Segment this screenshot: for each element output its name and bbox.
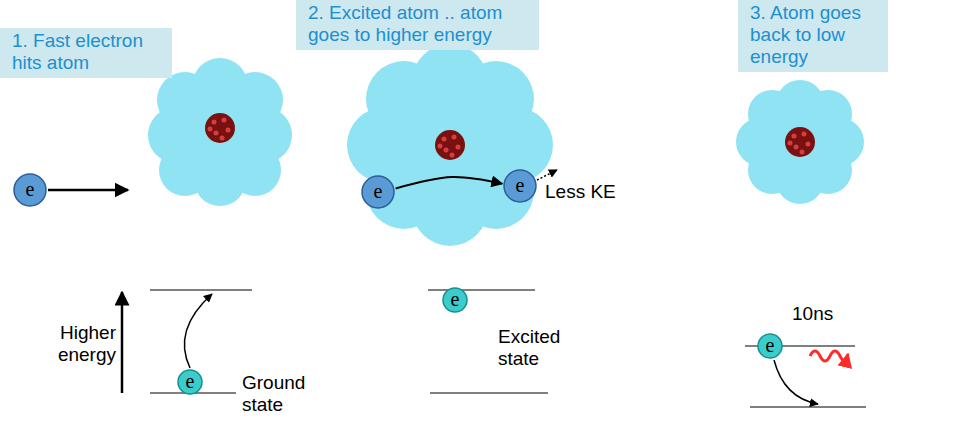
electron-symbol: e xyxy=(766,335,775,355)
electron-circle-shape xyxy=(443,288,467,312)
motion-arrow xyxy=(48,189,128,192)
energy-level xyxy=(428,290,535,291)
electron: e xyxy=(13,173,47,207)
step-caption-box: 1. Fast electron hits atom xyxy=(0,28,172,78)
bound-electron: e xyxy=(757,333,783,359)
electron-trajectory xyxy=(396,177,503,188)
electron-cloud xyxy=(148,58,292,206)
transition-arrow xyxy=(184,294,212,368)
electron-symbol: e xyxy=(186,371,195,391)
nucleus xyxy=(785,127,815,157)
bound-electron: e xyxy=(177,369,203,395)
axis-label: Higher energy xyxy=(48,322,116,366)
annotation: Less KE xyxy=(545,181,616,203)
electron-symbol: e xyxy=(451,289,460,309)
step-caption: 3. Atom goes back to low energy xyxy=(750,2,876,68)
level-label: Excited state xyxy=(498,326,574,370)
energy-level xyxy=(750,407,866,408)
nucleus xyxy=(435,130,465,160)
transition-arrow xyxy=(774,360,818,404)
electron-circle-shape xyxy=(758,334,782,358)
level-label: Ground state xyxy=(242,372,318,416)
nucleus xyxy=(205,113,235,143)
electron-symbol: e xyxy=(26,179,35,199)
electron-circle-shape xyxy=(362,176,394,208)
step-caption: 2. Excited atom .. atom goes to higher e… xyxy=(308,2,527,46)
bound-electron: e xyxy=(442,287,468,313)
time-annotation: 10ns xyxy=(792,303,833,325)
electron-circle-shape xyxy=(178,370,202,394)
energy-axis-arrow xyxy=(121,292,124,393)
step-caption: 1. Fast electron hits atom xyxy=(12,30,160,74)
electron: e xyxy=(503,169,537,203)
electron-circle-shape xyxy=(504,170,536,202)
step-caption-box: 2. Excited atom .. atom goes to higher e… xyxy=(296,0,539,50)
step-caption-box: 3. Atom goes back to low energy xyxy=(738,0,888,72)
energy-level xyxy=(430,393,548,394)
electron-cloud xyxy=(736,80,864,204)
electron: e xyxy=(361,175,395,209)
electron-symbol: e xyxy=(516,175,525,195)
energy-level xyxy=(150,290,252,291)
motion-arrow xyxy=(537,170,557,180)
electron-symbol: e xyxy=(374,181,383,201)
electron-cloud xyxy=(347,44,553,246)
electron-circle-shape xyxy=(14,174,46,206)
photon-wave xyxy=(810,351,848,361)
